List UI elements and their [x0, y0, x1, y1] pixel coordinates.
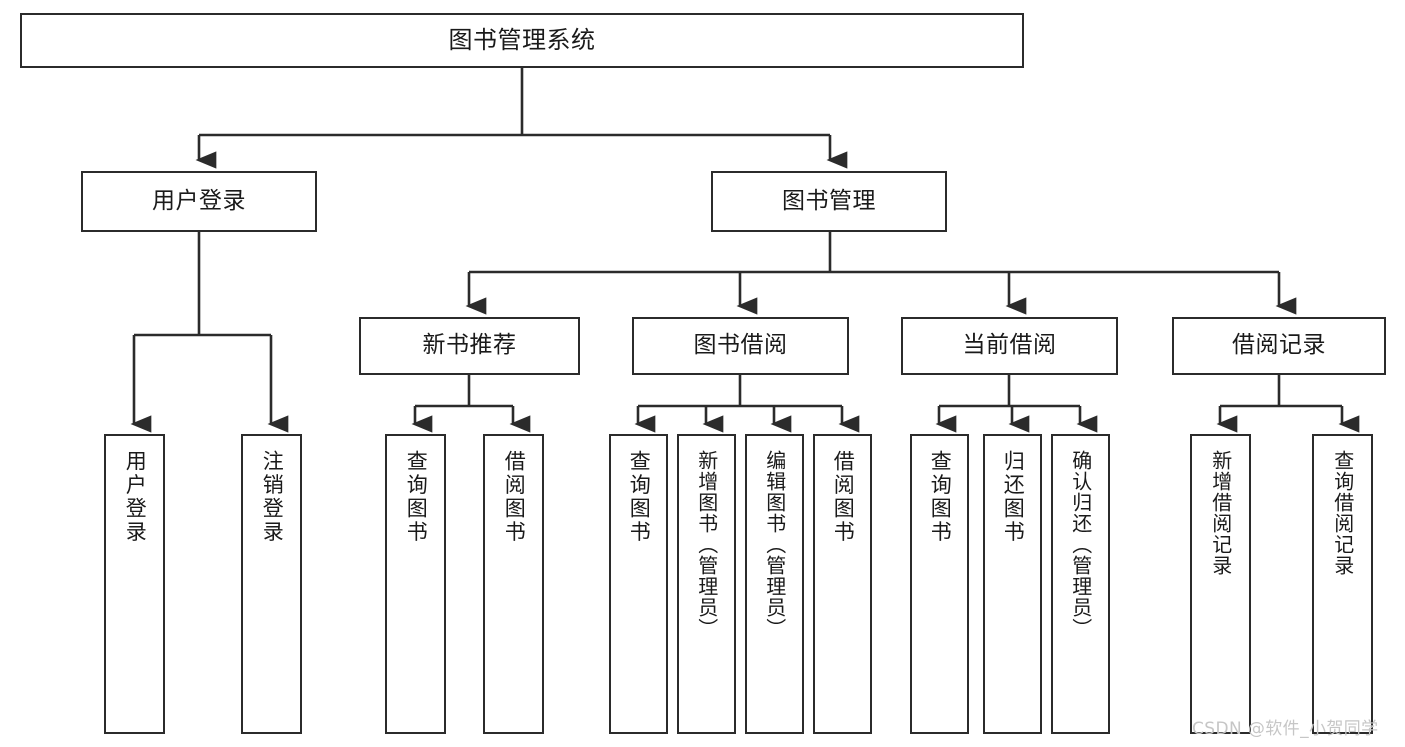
- node-label: 图书借阅: [693, 332, 788, 359]
- node-borrow-record[interactable]: 借阅记录: [1172, 317, 1386, 375]
- node-root-system[interactable]: 图书管理系统: [20, 13, 1024, 68]
- node-leaf-user-login[interactable]: 用户登录: [104, 434, 165, 734]
- node-label: 用户登录: [152, 187, 246, 214]
- node-label: 编辑图书（管理员）: [762, 450, 787, 639]
- node-user-login[interactable]: 用户登录: [81, 171, 317, 232]
- node-leaf-return-book[interactable]: 归还图书: [983, 434, 1042, 734]
- node-leaf-query-record[interactable]: 查询借阅记录: [1312, 434, 1373, 734]
- node-current-borrow[interactable]: 当前借阅: [901, 317, 1118, 375]
- node-book-borrow[interactable]: 图书借阅: [632, 317, 849, 375]
- node-label: 借阅图书: [502, 450, 527, 544]
- node-new-book-rec[interactable]: 新书推荐: [359, 317, 580, 375]
- node-label: 查询图书: [928, 450, 953, 544]
- node-label: 新书推荐: [422, 332, 517, 359]
- node-leaf-borrow-book-1[interactable]: 借阅图书: [483, 434, 544, 734]
- node-leaf-query-book-3[interactable]: 查询图书: [910, 434, 969, 734]
- node-label: 查询借阅记录: [1330, 450, 1355, 576]
- node-label: 用户登录: [123, 450, 148, 544]
- node-leaf-add-record[interactable]: 新增借阅记录: [1190, 434, 1251, 734]
- node-leaf-query-book-1[interactable]: 查询图书: [385, 434, 446, 734]
- node-label: 归还图书: [1001, 450, 1026, 544]
- node-leaf-add-book[interactable]: 新增图书（管理员）: [677, 434, 736, 734]
- node-leaf-edit-book[interactable]: 编辑图书（管理员）: [745, 434, 804, 734]
- node-leaf-logout-login[interactable]: 注销登录: [241, 434, 302, 734]
- node-label: 图书管理系统: [448, 26, 596, 55]
- csdn-watermark: CSDN @软件_小贺同学: [1192, 719, 1379, 739]
- node-label: 新增借阅记录: [1208, 450, 1233, 576]
- node-label: 图书管理: [782, 187, 876, 214]
- node-book-manage[interactable]: 图书管理: [711, 171, 947, 232]
- node-label: 当前借阅: [962, 332, 1057, 359]
- node-label: 查询图书: [404, 450, 429, 544]
- node-label: 借阅记录: [1232, 332, 1326, 359]
- node-label: 借阅图书: [831, 450, 856, 544]
- node-label: 新增图书（管理员）: [694, 450, 719, 639]
- node-leaf-borrow-book-2[interactable]: 借阅图书: [813, 434, 872, 734]
- node-label: 查询图书: [627, 450, 652, 544]
- node-label: 确认归还（管理员）: [1068, 450, 1093, 639]
- node-label: 注销登录: [260, 450, 285, 544]
- node-leaf-confirm-return[interactable]: 确认归还（管理员）: [1051, 434, 1110, 734]
- node-leaf-query-book-2[interactable]: 查询图书: [609, 434, 668, 734]
